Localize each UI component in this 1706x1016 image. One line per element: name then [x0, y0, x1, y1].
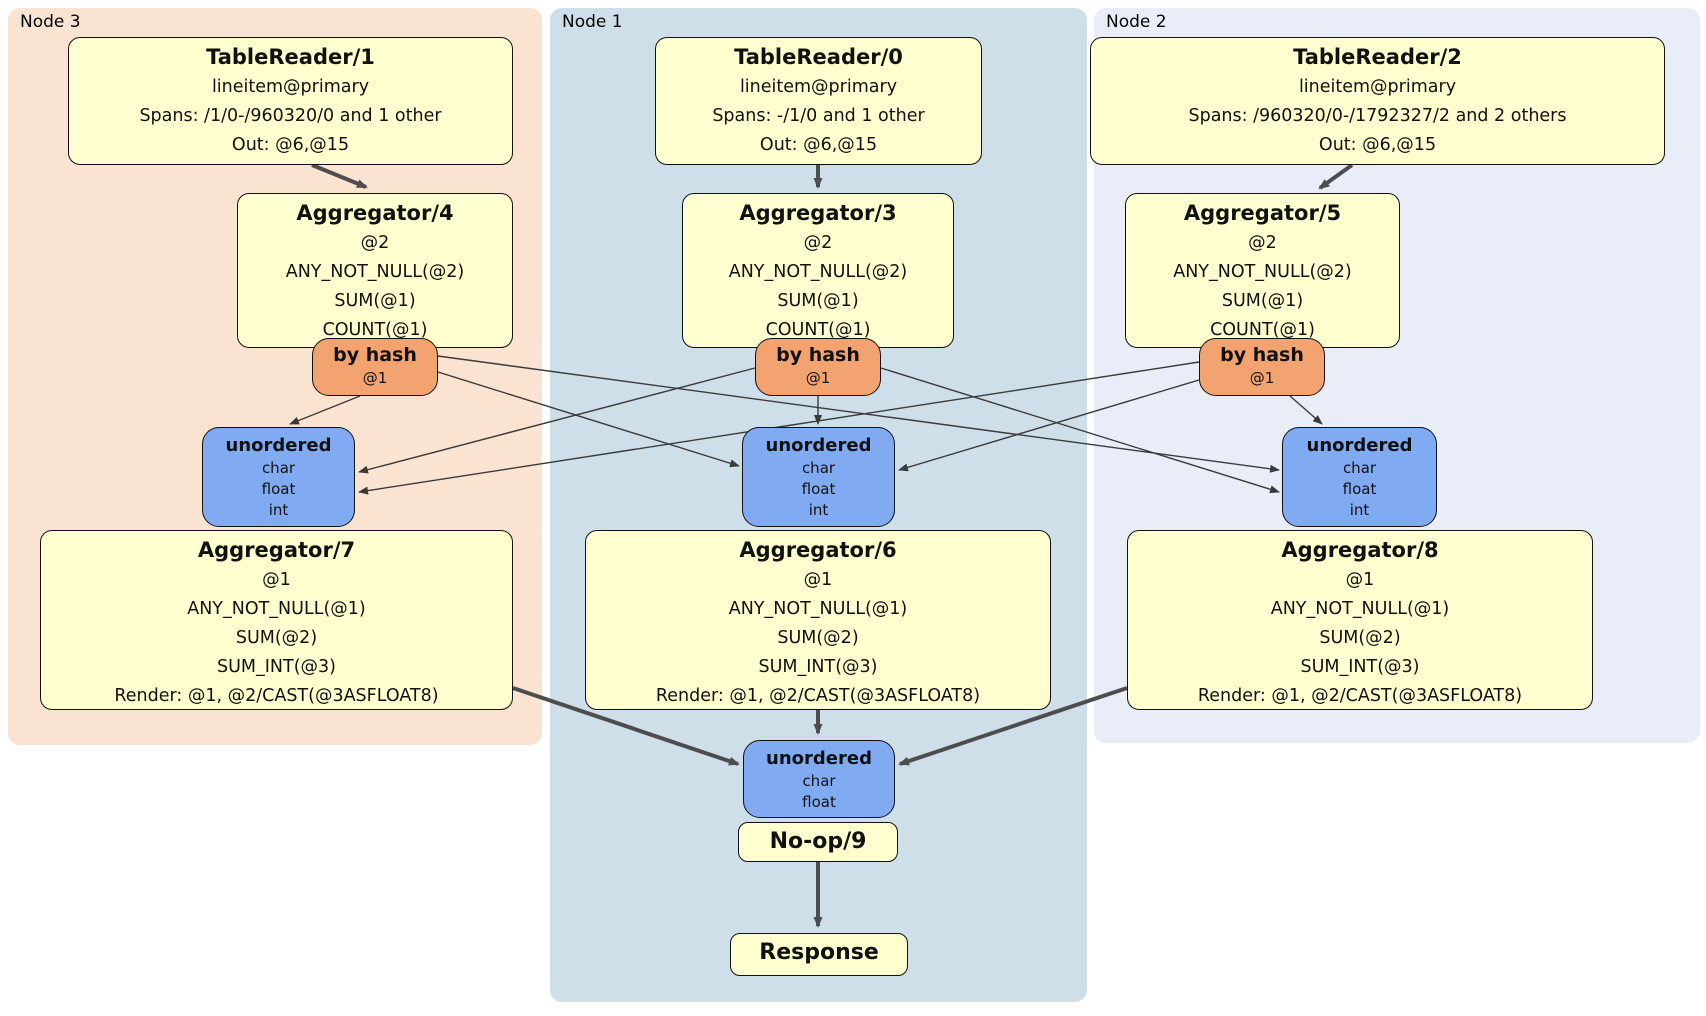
- processor-index: lineitem@primary: [739, 77, 898, 97]
- sync-type: char: [802, 772, 836, 790]
- router-columns: @1: [805, 369, 831, 387]
- sync-unordered-right: unordered char float int: [1282, 427, 1437, 527]
- processor-tablereader-2: TableReader/2 lineitem@primary Spans: /9…: [1090, 37, 1665, 165]
- processor-title: Aggregator/4: [296, 201, 454, 225]
- processor-aggregator-3: Aggregator/3 @2 ANY_NOT_NULL(@2) SUM(@1)…: [682, 193, 954, 348]
- processor-index: lineitem@primary: [1298, 77, 1457, 97]
- agg-expr: SUM(@2): [235, 628, 318, 648]
- processor-spans: Spans: -/1/0 and 1 other: [712, 106, 925, 126]
- agg-render: Render: @1, @2/CAST(@3ASFLOAT8): [655, 686, 981, 706]
- agg-expr: ANY_NOT_NULL(@1): [728, 599, 908, 619]
- processor-tablereader-1: TableReader/1 lineitem@primary Spans: /1…: [68, 37, 513, 165]
- agg-expr: ANY_NOT_NULL(@2): [285, 262, 465, 282]
- agg-expr: SUM(@1): [1221, 291, 1304, 311]
- agg-expr: SUM(@2): [1319, 628, 1401, 648]
- sync-type: int: [808, 501, 829, 519]
- sync-unordered-left: unordered char float int: [202, 427, 355, 527]
- processor-title: Aggregator/8: [1281, 538, 1439, 562]
- agg-group-cols: @1: [803, 570, 833, 590]
- agg-expr: COUNT(@1): [765, 320, 871, 340]
- router-title: by hash: [333, 344, 417, 366]
- agg-expr: ANY_NOT_NULL(@2): [728, 262, 908, 282]
- agg-group-cols: @1: [1345, 570, 1375, 590]
- router-by-hash-left: by hash @1: [312, 338, 438, 396]
- agg-expr: COUNT(@1): [1210, 320, 1315, 340]
- processor-out: Out: @6,@15: [1318, 135, 1437, 155]
- sync-type: float: [261, 480, 296, 498]
- agg-expr: SUM_INT(@3): [217, 657, 336, 677]
- agg-expr: COUNT(@1): [322, 320, 428, 340]
- agg-expr: SUM_INT(@3): [1300, 657, 1420, 677]
- router-columns: @1: [362, 369, 388, 387]
- region-node1-label: Node 1: [562, 12, 623, 32]
- sync-unordered-mid: unordered char float int: [742, 427, 895, 527]
- processor-title: Aggregator/3: [739, 201, 897, 225]
- processor-title: No-op/9: [769, 829, 867, 854]
- processor-index: lineitem@primary: [211, 77, 370, 97]
- router-by-hash-mid: by hash @1: [755, 338, 881, 396]
- sync-unordered-final: unordered char float: [743, 740, 895, 818]
- processor-tablereader-0: TableReader/0 lineitem@primary Spans: -/…: [655, 37, 982, 165]
- router-title: by hash: [776, 344, 860, 366]
- processor-title: Aggregator/7: [197, 538, 356, 562]
- sync-title: unordered: [225, 435, 332, 456]
- sync-type: float: [801, 480, 836, 498]
- processor-title: TableReader/2: [1293, 45, 1462, 69]
- processor-title: Aggregator/5: [1183, 201, 1342, 225]
- sync-type: float: [802, 793, 836, 811]
- processor-aggregator-8: Aggregator/8 @1 ANY_NOT_NULL(@1) SUM(@2)…: [1127, 530, 1593, 710]
- agg-group-cols: @1: [262, 570, 291, 590]
- sync-title: unordered: [765, 435, 872, 456]
- sync-type: float: [1342, 480, 1377, 498]
- response-sink: Response: [730, 933, 908, 976]
- agg-group-cols: @2: [360, 233, 390, 253]
- agg-expr: SUM_INT(@3): [758, 657, 878, 677]
- sync-type: char: [1342, 459, 1377, 477]
- processor-title: Response: [759, 940, 879, 965]
- sync-title: unordered: [1306, 435, 1413, 456]
- processor-noop-9: No-op/9: [738, 822, 898, 862]
- processor-out: Out: @6,@15: [759, 135, 878, 155]
- agg-expr: SUM(@2): [777, 628, 859, 648]
- router-by-hash-right: by hash @1: [1199, 338, 1325, 396]
- processor-out: Out: @6,@15: [231, 135, 350, 155]
- agg-expr: ANY_NOT_NULL(@1): [1270, 599, 1450, 619]
- sync-type: char: [801, 459, 836, 477]
- agg-group-cols: @2: [803, 233, 833, 253]
- processor-aggregator-6: Aggregator/6 @1 ANY_NOT_NULL(@1) SUM(@2)…: [585, 530, 1051, 710]
- sync-type: int: [268, 501, 289, 519]
- sync-title: unordered: [766, 748, 872, 769]
- processor-title: Aggregator/6: [739, 538, 897, 562]
- processor-spans: Spans: /1/0-/960320/0 and 1 other: [139, 106, 442, 126]
- router-columns: @1: [1249, 369, 1275, 387]
- processor-aggregator-4: Aggregator/4 @2 ANY_NOT_NULL(@2) SUM(@1)…: [237, 193, 513, 348]
- processor-aggregator-7: Aggregator/7 @1 ANY_NOT_NULL(@1) SUM(@2)…: [40, 530, 513, 710]
- sync-type: int: [1349, 501, 1370, 519]
- region-node3-label: Node 3: [20, 12, 81, 32]
- region-node2-label: Node 2: [1106, 12, 1167, 32]
- sync-type: char: [261, 459, 296, 477]
- agg-render: Render: @1, @2/CAST(@3ASFLOAT8): [1197, 686, 1523, 706]
- processor-spans: Spans: /960320/0-/1792327/2 and 2 others: [1188, 106, 1567, 126]
- processor-title: TableReader/0: [734, 45, 903, 69]
- processor-title: TableReader/1: [206, 45, 375, 69]
- agg-expr: ANY_NOT_NULL(@2): [1173, 262, 1352, 282]
- agg-render: Render: @1, @2/CAST(@3ASFLOAT8): [114, 686, 439, 706]
- agg-group-cols: @2: [1248, 233, 1277, 253]
- agg-expr: SUM(@1): [334, 291, 416, 311]
- agg-expr: SUM(@1): [777, 291, 859, 311]
- processor-aggregator-5: Aggregator/5 @2 ANY_NOT_NULL(@2) SUM(@1)…: [1125, 193, 1400, 348]
- agg-expr: ANY_NOT_NULL(@1): [187, 599, 366, 619]
- router-title: by hash: [1220, 344, 1304, 366]
